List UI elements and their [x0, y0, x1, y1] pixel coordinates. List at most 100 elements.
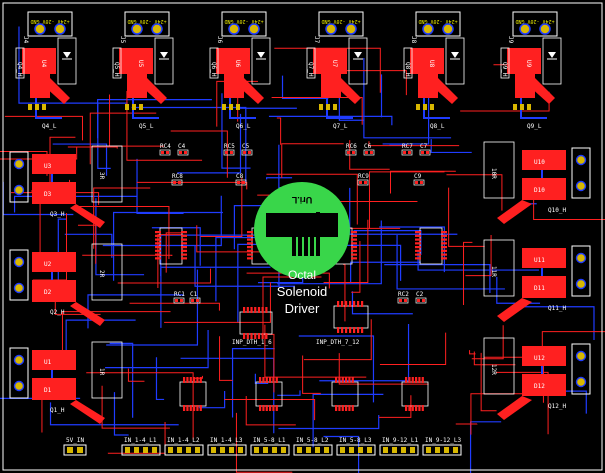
- passive-c5: C5: [241, 143, 253, 156]
- bottom-trace: [266, 177, 293, 180]
- bottom-trace: [52, 143, 108, 176]
- passive-outline: [401, 149, 413, 156]
- header-pin: [168, 447, 173, 453]
- ic-pad: [183, 377, 186, 383]
- diode-ref: D10: [534, 187, 545, 194]
- ic-pad: [345, 377, 348, 383]
- passive-outline: [419, 149, 431, 156]
- passive-outline: [159, 149, 171, 156]
- passive-pad: [248, 151, 251, 154]
- terminal-pad: [228, 23, 240, 35]
- passive-pad: [243, 151, 246, 154]
- top-trace: [448, 187, 485, 247]
- top-trace: [93, 187, 151, 249]
- passive-pad: [242, 181, 245, 184]
- ic-pad: [415, 242, 421, 245]
- bottom-trace: [350, 261, 421, 283]
- header-pin: [152, 447, 157, 453]
- resistor-outline: [483, 239, 515, 297]
- passive-outline: [171, 179, 183, 186]
- terminal-pad: [575, 252, 587, 264]
- mosfet-tab: [127, 74, 147, 98]
- header-ref: Q12_H: [548, 403, 566, 410]
- diode-symbol: [451, 52, 459, 58]
- bottom-trace: [417, 252, 539, 271]
- smd-pad: [28, 104, 32, 110]
- ic-pad: [361, 327, 364, 333]
- bottom-trace: [363, 57, 452, 139]
- terminal-pad: [151, 23, 163, 35]
- header-ref: Q1_H: [50, 407, 65, 414]
- header-pin: [392, 447, 397, 453]
- gate-header-outline: [209, 47, 219, 79]
- passive-ref: RC2: [398, 291, 409, 298]
- top-trace: [49, 136, 76, 199]
- passive-pad: [237, 181, 240, 184]
- header-ref: Q8_H: [404, 62, 411, 77]
- smd-pad: [527, 104, 531, 110]
- header-pin: [453, 447, 458, 453]
- smd-pad: [42, 104, 46, 110]
- input-header-outline: [293, 444, 333, 456]
- ic-pad: [261, 333, 264, 339]
- ic-pad: [262, 405, 265, 411]
- passive-ref: C7: [420, 143, 428, 150]
- ic-pad: [408, 405, 411, 411]
- bottom-trace: [281, 75, 329, 100]
- mosfet-pad: [32, 378, 76, 400]
- top-trace: [101, 385, 170, 429]
- connector-ref: J4: [22, 36, 29, 44]
- lower-ic-4: [401, 377, 429, 411]
- top-trace: [368, 141, 460, 147]
- terminal-pad: [345, 23, 357, 35]
- passive-pad: [179, 151, 182, 154]
- ic-pad: [247, 242, 253, 245]
- ic-pad: [421, 377, 424, 383]
- top-trace: [303, 319, 372, 361]
- terminal-pad: [325, 23, 337, 35]
- ic-pad: [357, 301, 360, 307]
- terminal-pad: [13, 354, 25, 366]
- ic-pad: [155, 253, 161, 256]
- ic-pad: [181, 231, 187, 234]
- passive-pad: [178, 181, 181, 184]
- ic-pad: [418, 405, 421, 411]
- ic-pad: [155, 242, 161, 245]
- bottom-trace: [319, 324, 410, 382]
- terminal-pad: [248, 23, 260, 35]
- bottom-trace: [277, 220, 382, 285]
- terminal-block-outline: [571, 245, 591, 297]
- ic-pad: [349, 327, 352, 333]
- driver-ic-right: [415, 227, 447, 265]
- passive-outline: [413, 179, 425, 186]
- mosfet-pad: [522, 374, 566, 396]
- input-header-outline: [250, 444, 290, 456]
- diode-ref: D2: [44, 289, 52, 296]
- passive-rc4: RC4: [159, 143, 171, 156]
- passive-pad: [420, 181, 423, 184]
- bottom-trace: [382, 90, 430, 145]
- header-pin: [177, 447, 182, 453]
- mosfet-pad: [522, 150, 566, 170]
- bottom-trace: [268, 115, 393, 126]
- driver-ic-left: [155, 227, 187, 265]
- bottom-trace: [323, 435, 360, 473]
- ic-pad: [250, 307, 253, 313]
- terminal-block-outline: [124, 11, 170, 37]
- ic-pad: [247, 238, 253, 241]
- low-side-ref: Q6_L: [236, 123, 251, 130]
- passive-pad: [359, 181, 362, 184]
- top-trace: [61, 311, 171, 366]
- passive-ref: C8: [236, 173, 244, 180]
- diode-ref: D11: [534, 285, 545, 292]
- top-trace: [323, 219, 369, 284]
- logo-line2: Industries: [280, 211, 323, 221]
- ic-pad: [351, 231, 357, 234]
- mosfet-ref: U4: [40, 60, 47, 68]
- ic-pad: [411, 405, 414, 411]
